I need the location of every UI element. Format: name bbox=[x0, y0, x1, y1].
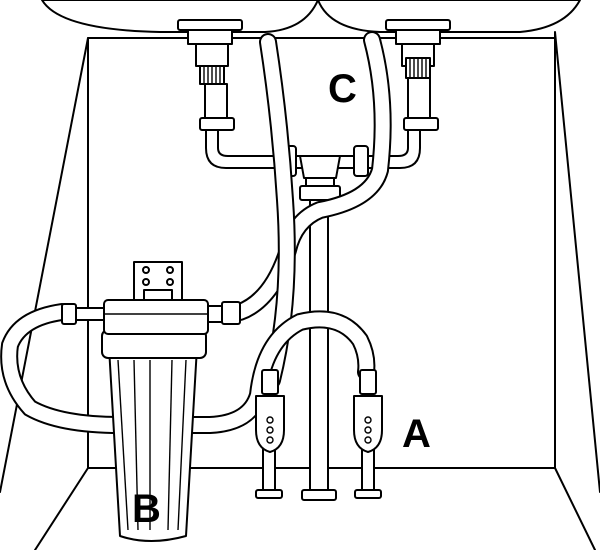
filter-head bbox=[103, 299, 209, 335]
right-strainer-nut bbox=[395, 29, 441, 45]
right-waste-coupling bbox=[353, 145, 369, 177]
bracket-screw-3 bbox=[142, 278, 150, 286]
sink-basins bbox=[41, 0, 581, 33]
valve-left bbox=[255, 369, 285, 453]
waste-tee bbox=[299, 155, 341, 179]
center-standpipe bbox=[309, 199, 329, 493]
label-a: A bbox=[402, 412, 431, 456]
outlet-fitting bbox=[207, 305, 223, 323]
left-threads bbox=[199, 65, 225, 85]
bracket-screw-4 bbox=[166, 278, 174, 286]
filter-housing bbox=[61, 261, 241, 542]
left-slip-nut bbox=[199, 117, 235, 131]
left-tailpiece-top bbox=[195, 43, 229, 67]
left-tailpiece bbox=[204, 83, 228, 119]
hose-loop bbox=[0, 303, 376, 434]
label-c: C bbox=[328, 67, 357, 111]
bracket-screw-1 bbox=[142, 266, 150, 274]
left-strainer-nut bbox=[187, 29, 233, 45]
inlet-fitting bbox=[75, 307, 105, 321]
right-strainer-flange bbox=[385, 19, 451, 31]
outlet-fitting-nut bbox=[221, 301, 241, 325]
filter-sump bbox=[107, 329, 199, 542]
cabinet bbox=[0, 31, 600, 550]
bracket-screw-2 bbox=[166, 266, 174, 274]
right-threads bbox=[405, 57, 431, 79]
right-supply-flange bbox=[354, 489, 382, 499]
left-strainer-flange bbox=[177, 19, 243, 31]
valve-right bbox=[353, 369, 383, 453]
vertical-pipes bbox=[255, 199, 382, 501]
mounting-bracket bbox=[133, 261, 183, 301]
label-b: B bbox=[132, 487, 161, 531]
right-tailpiece bbox=[407, 77, 431, 119]
drain-assembly bbox=[177, 19, 451, 201]
right-slip-nut bbox=[403, 117, 439, 131]
left-supply-flange bbox=[255, 489, 283, 499]
inlet-fitting-nut bbox=[61, 303, 77, 325]
center-standpipe-base bbox=[301, 489, 337, 501]
